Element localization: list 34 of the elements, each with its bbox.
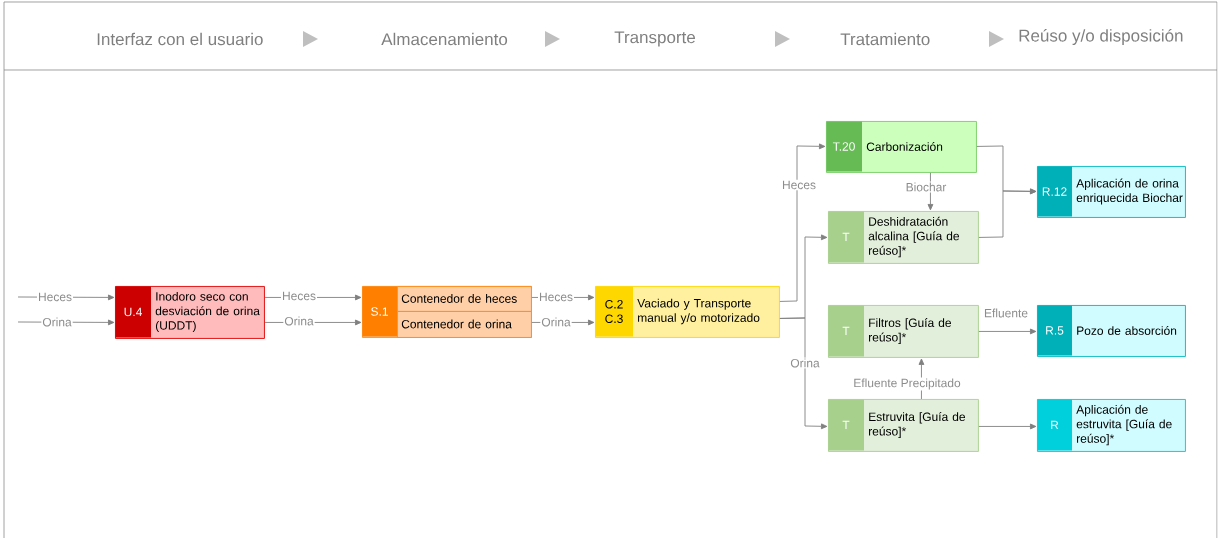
technology-box: R.12 Aplicación de orina enriquecida Biochar	[1037, 166, 1186, 218]
edge-label: Biochar	[904, 181, 948, 193]
edge-label: Heces	[281, 290, 317, 302]
edge-label: Heces	[781, 179, 817, 191]
arrow	[927, 172, 934, 211]
arrow	[978, 423, 1037, 430]
technology-box: T Filtros [Guía de reúso]*	[828, 305, 979, 358]
edge-label: Orina	[540, 316, 572, 328]
stage-label: Reúso y/o disposición	[1019, 29, 1183, 45]
container-cell: Contenedor de heces	[397, 286, 532, 312]
edge-label: Heces	[538, 291, 574, 303]
technology-box: T Deshidratación alcalina [Guía de reúso]*	[828, 211, 979, 264]
stage-label: Tratamiento	[840, 32, 930, 46]
edge-label: Orina	[41, 316, 73, 328]
arrow	[978, 328, 1037, 335]
arrow	[918, 358, 925, 400]
stage-label: Interfaz con el usuario	[97, 32, 263, 46]
container-cell: Contenedor de orina	[397, 311, 532, 338]
edge-label: Heces	[37, 291, 73, 303]
arrow	[978, 188, 1037, 238]
technology-box: R Aplicación de estruvita [Guía de reúso]*	[1037, 399, 1186, 452]
technology-box: U.4 Inodoro seco con desviación de orina (UDDT)	[115, 286, 265, 339]
edge-label: Orina	[283, 315, 315, 327]
technology-box: T.20 Carbonización	[826, 121, 977, 173]
technology-box: R.5 Pozo de absorción	[1037, 305, 1186, 357]
edge-label: Orina	[789, 357, 821, 369]
arrow	[779, 143, 826, 302]
stage-label: Transporte	[614, 31, 695, 47]
arrow	[779, 317, 828, 430]
edge-label: Efluente	[983, 307, 1029, 319]
stage-label: Almacenamiento	[381, 32, 508, 46]
technology-box: C.2 C.3 Vaciado y Transporte manual y/o motorizado	[595, 286, 780, 338]
edge-label: Efluente Precipitado	[852, 377, 962, 391]
technology-box: T Estruvita [Guía de reúso]*	[828, 399, 979, 452]
